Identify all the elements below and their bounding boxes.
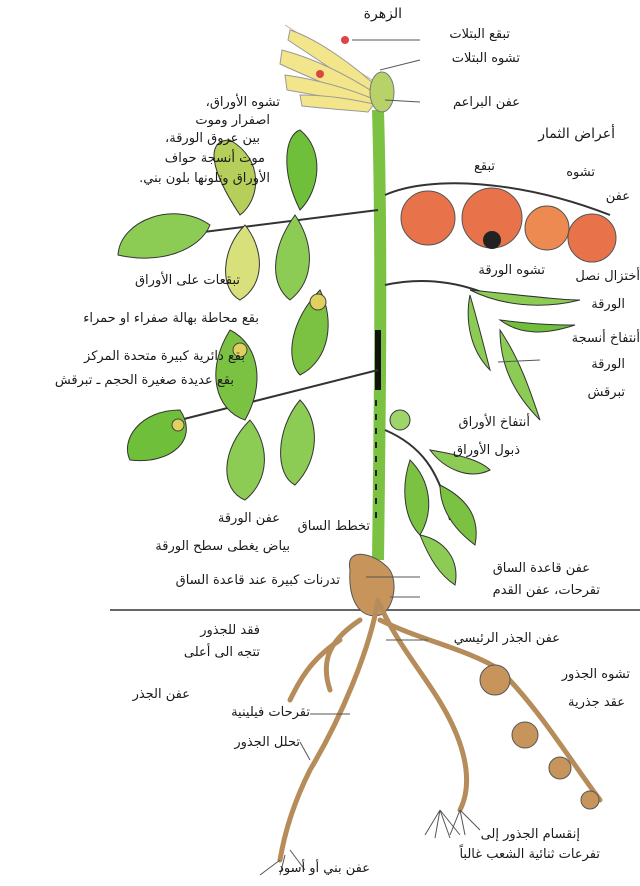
label-petal-spots: تبقع البتلات [420, 26, 510, 43]
label-leaf-deform-5: الأوراق وتلونها بلون بني. [110, 170, 270, 187]
label-spots-halo: بقع محاطة بهالة صفراء او حمراء [14, 310, 259, 327]
label-petal-deformity: تشوه البتلات [420, 50, 520, 67]
label-leaf-wilt: ذبول الأوراق [420, 442, 520, 459]
label-leaf-deform-right: تشوه الورقة [455, 262, 545, 279]
stem-gall [349, 554, 394, 615]
label-fruit-rot: عفن [590, 188, 630, 205]
label-leaf-word-2: الورقة [565, 356, 625, 373]
label-stem-streak: تخطط الساق [290, 518, 370, 535]
leader-lines [300, 40, 540, 760]
label-leaf-spots: تبقعات على الأوراق [100, 272, 240, 289]
label-tissue-swelling: أنتفاخ أنسجة [540, 330, 640, 347]
label-spots-mottle: بقع عديدة صغيرة الحجم ـ تبرقش [14, 372, 234, 389]
label-fruit-spot: تبقع [455, 158, 495, 175]
label-roots-up: تتجه الى أعلى [170, 644, 260, 661]
label-leaf-deform-4: موت أنسجة حواف [150, 150, 265, 167]
label-leaf-rot: عفن الورقة [200, 510, 280, 527]
label-leaf-deform-1: تشوه الأوراق، [180, 94, 280, 111]
leaf-cluster-wilt-right [385, 281, 580, 420]
label-root-split-2: تفرعات ثنائية الشعب غالباً [420, 846, 600, 863]
label-fruit-deform: تشوه [555, 164, 595, 181]
label-fruit-symptoms: أعراض الثمار [520, 126, 615, 143]
fruit-branch [385, 183, 616, 262]
fruit-icon [401, 191, 455, 245]
label-root-rot: عفن الجذر [110, 686, 190, 703]
label-stem-base-rot: عفن قاعدة الساق [460, 560, 590, 577]
label-leaf-word: الورقة [565, 296, 625, 313]
root-knots [480, 665, 599, 809]
label-flower: الزهرة [352, 6, 402, 23]
label-root-split-1: إنقسام الجذور إلى [440, 826, 580, 843]
label-phloem-ulcers: تقرحات فيلينية [200, 704, 310, 721]
label-brown-black-rot: عفن بني أو أسود [240, 860, 370, 877]
label-root-knots: عقد جذرية [545, 694, 625, 711]
label-spots-concentric: بقع دائرية كبيرة متحدة المركز [30, 348, 245, 365]
label-leaf-swelling: أنتفاخ الأوراق [420, 414, 530, 431]
label-leaf-deform-2: اصفرار وموت [180, 112, 270, 129]
label-leaf-reduction: أختزال نصل [540, 268, 640, 285]
label-mosaic: تبرقش [570, 384, 625, 401]
flower-icon [280, 25, 394, 112]
label-root-decay: تحلل الجذور [210, 734, 300, 751]
label-root-loss: فقد للجذور [180, 622, 260, 639]
label-stem-base-galls: تدرنات كبيرة عند قاعدة الساق [110, 572, 340, 589]
label-bud-rot: عفن البراعم [420, 94, 520, 111]
label-leaf-deform-3: بين عروق الورقة، [150, 130, 260, 147]
label-mildew: بياض يغطى سطح الورقة [120, 538, 290, 555]
fruit-icon [568, 214, 616, 262]
label-main-root-rot: عفن الجذر الرئيسي [430, 630, 560, 647]
leaf-cluster-wilt-lower [385, 410, 490, 585]
label-root-deform: تشوه الجذور [540, 666, 630, 683]
fruit-icon [525, 206, 569, 250]
label-ulcers-foot-rot: تقرحات، عفن القدم [440, 582, 600, 599]
